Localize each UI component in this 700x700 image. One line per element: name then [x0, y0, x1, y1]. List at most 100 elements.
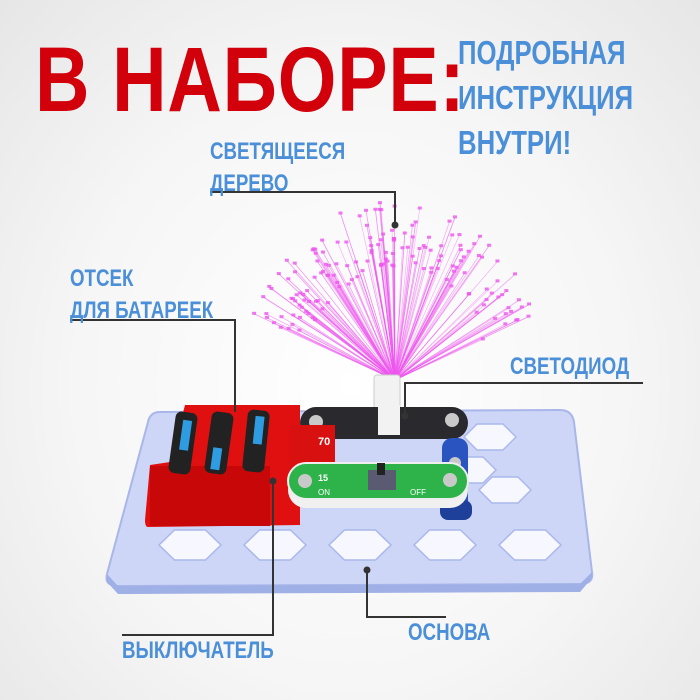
fiber-tip [513, 272, 518, 276]
fiber-tip [377, 201, 382, 205]
fiber-tip [331, 273, 336, 277]
fiber-tip [421, 244, 426, 248]
battery-module-number: 70 [318, 436, 330, 448]
fiber-strand [281, 316, 396, 381]
fiber-tip [378, 263, 383, 267]
fiber-strand [394, 255, 480, 381]
fiber-strand [394, 234, 460, 381]
fiber-tree [252, 201, 532, 381]
fiber-tip [423, 245, 428, 249]
fiber-strand [394, 246, 442, 381]
fiber-tip [338, 211, 343, 215]
fiber-strand [296, 294, 396, 381]
fiber-strand [317, 300, 396, 381]
fiber-tip [392, 236, 397, 240]
fiber-strand [294, 263, 396, 381]
fiber-strand [321, 240, 396, 381]
base-hole [477, 476, 533, 504]
led-label: СВЕТОДИОД [510, 353, 630, 380]
fiber-tip [429, 270, 434, 274]
tree-label-line: ДЕРЕВО [210, 170, 289, 197]
fiber-tip [299, 305, 304, 309]
fiber-strand [337, 242, 396, 381]
fiber-strand [348, 284, 396, 381]
base-hole [462, 423, 518, 451]
fiber-tip [503, 312, 508, 316]
base-hole [242, 529, 308, 561]
fiber-tip [421, 267, 426, 271]
fiber-strand [394, 250, 431, 381]
fiber-strand [394, 307, 523, 381]
fiber-tip [346, 282, 351, 286]
fiber-strand [362, 270, 396, 381]
base-hole [157, 529, 223, 561]
fiber-tip [452, 215, 457, 219]
page-title: В НАБОРЕ: [35, 29, 466, 131]
fiber-tip [383, 257, 388, 261]
fiber-tip [294, 293, 299, 297]
fiber-tip [305, 289, 310, 293]
fiber-tip [428, 248, 433, 252]
battery-leader-line [70, 319, 236, 412]
fiber-tip [323, 262, 328, 266]
fiber-tip [337, 285, 342, 289]
fiber-tip [450, 233, 455, 237]
fiber-strand [340, 213, 396, 381]
fiber-tip [355, 275, 360, 279]
fiber-tip [405, 245, 410, 249]
switch-on-label: ON [318, 488, 330, 497]
fiber-tip [313, 247, 318, 251]
fiber-strand [346, 265, 396, 381]
fiber-tip [302, 298, 307, 302]
fiber-strand [314, 249, 396, 381]
fiber-strand [291, 298, 396, 381]
led-leader-line [404, 382, 643, 416]
fiber-strand [394, 293, 470, 381]
fiber-strand [394, 272, 432, 381]
fiber-tip [313, 251, 318, 255]
fiber-tip [284, 258, 289, 262]
fiber-tip [481, 303, 486, 307]
fiber-tip [264, 315, 269, 319]
fiber-tip [477, 234, 482, 238]
fiber-tip [276, 272, 281, 276]
fiber-tip [360, 269, 365, 273]
fiber-tip [476, 253, 481, 257]
fiber-tip [435, 267, 440, 271]
fiber-tip [503, 322, 508, 326]
fiber-strand [370, 245, 396, 381]
fiber-tip [344, 240, 349, 244]
switch-module[interactable]: 15 ON OFF [287, 462, 469, 508]
fiber-strand [394, 237, 430, 381]
fiber-strand [394, 257, 465, 381]
fiber-strand [394, 245, 490, 381]
fiber-tip [461, 255, 466, 259]
fiber-strand [380, 210, 396, 381]
tree-label: СВЕТЯЩЕЕСЯ ДЕРЕВО [210, 136, 345, 200]
fiber-tip [376, 243, 381, 247]
fiber-strand [314, 277, 396, 381]
fiber-strand [394, 233, 406, 381]
fiber-tip [325, 273, 330, 277]
fiber-tip [472, 242, 477, 246]
fiber-tip [335, 240, 340, 244]
fiber-strand [394, 307, 509, 381]
fiber-strand [394, 268, 432, 381]
base-hole [412, 529, 478, 561]
fiber-tip [390, 263, 395, 267]
fiber-strand [299, 330, 396, 381]
fiber-strand [286, 260, 396, 381]
fiber-tip [271, 321, 276, 325]
fiber-strand [345, 242, 396, 381]
fiber-tip [278, 325, 283, 329]
fiber-tip [269, 286, 274, 290]
fiber-tip [315, 299, 320, 303]
fiber-tip [454, 265, 459, 269]
fiber-tip [383, 250, 388, 254]
fiber-strand [394, 221, 450, 381]
fiber-tip [427, 235, 432, 239]
fiber-tip [516, 298, 521, 302]
fiber-tip [417, 246, 422, 250]
fiber-tip [410, 254, 415, 258]
